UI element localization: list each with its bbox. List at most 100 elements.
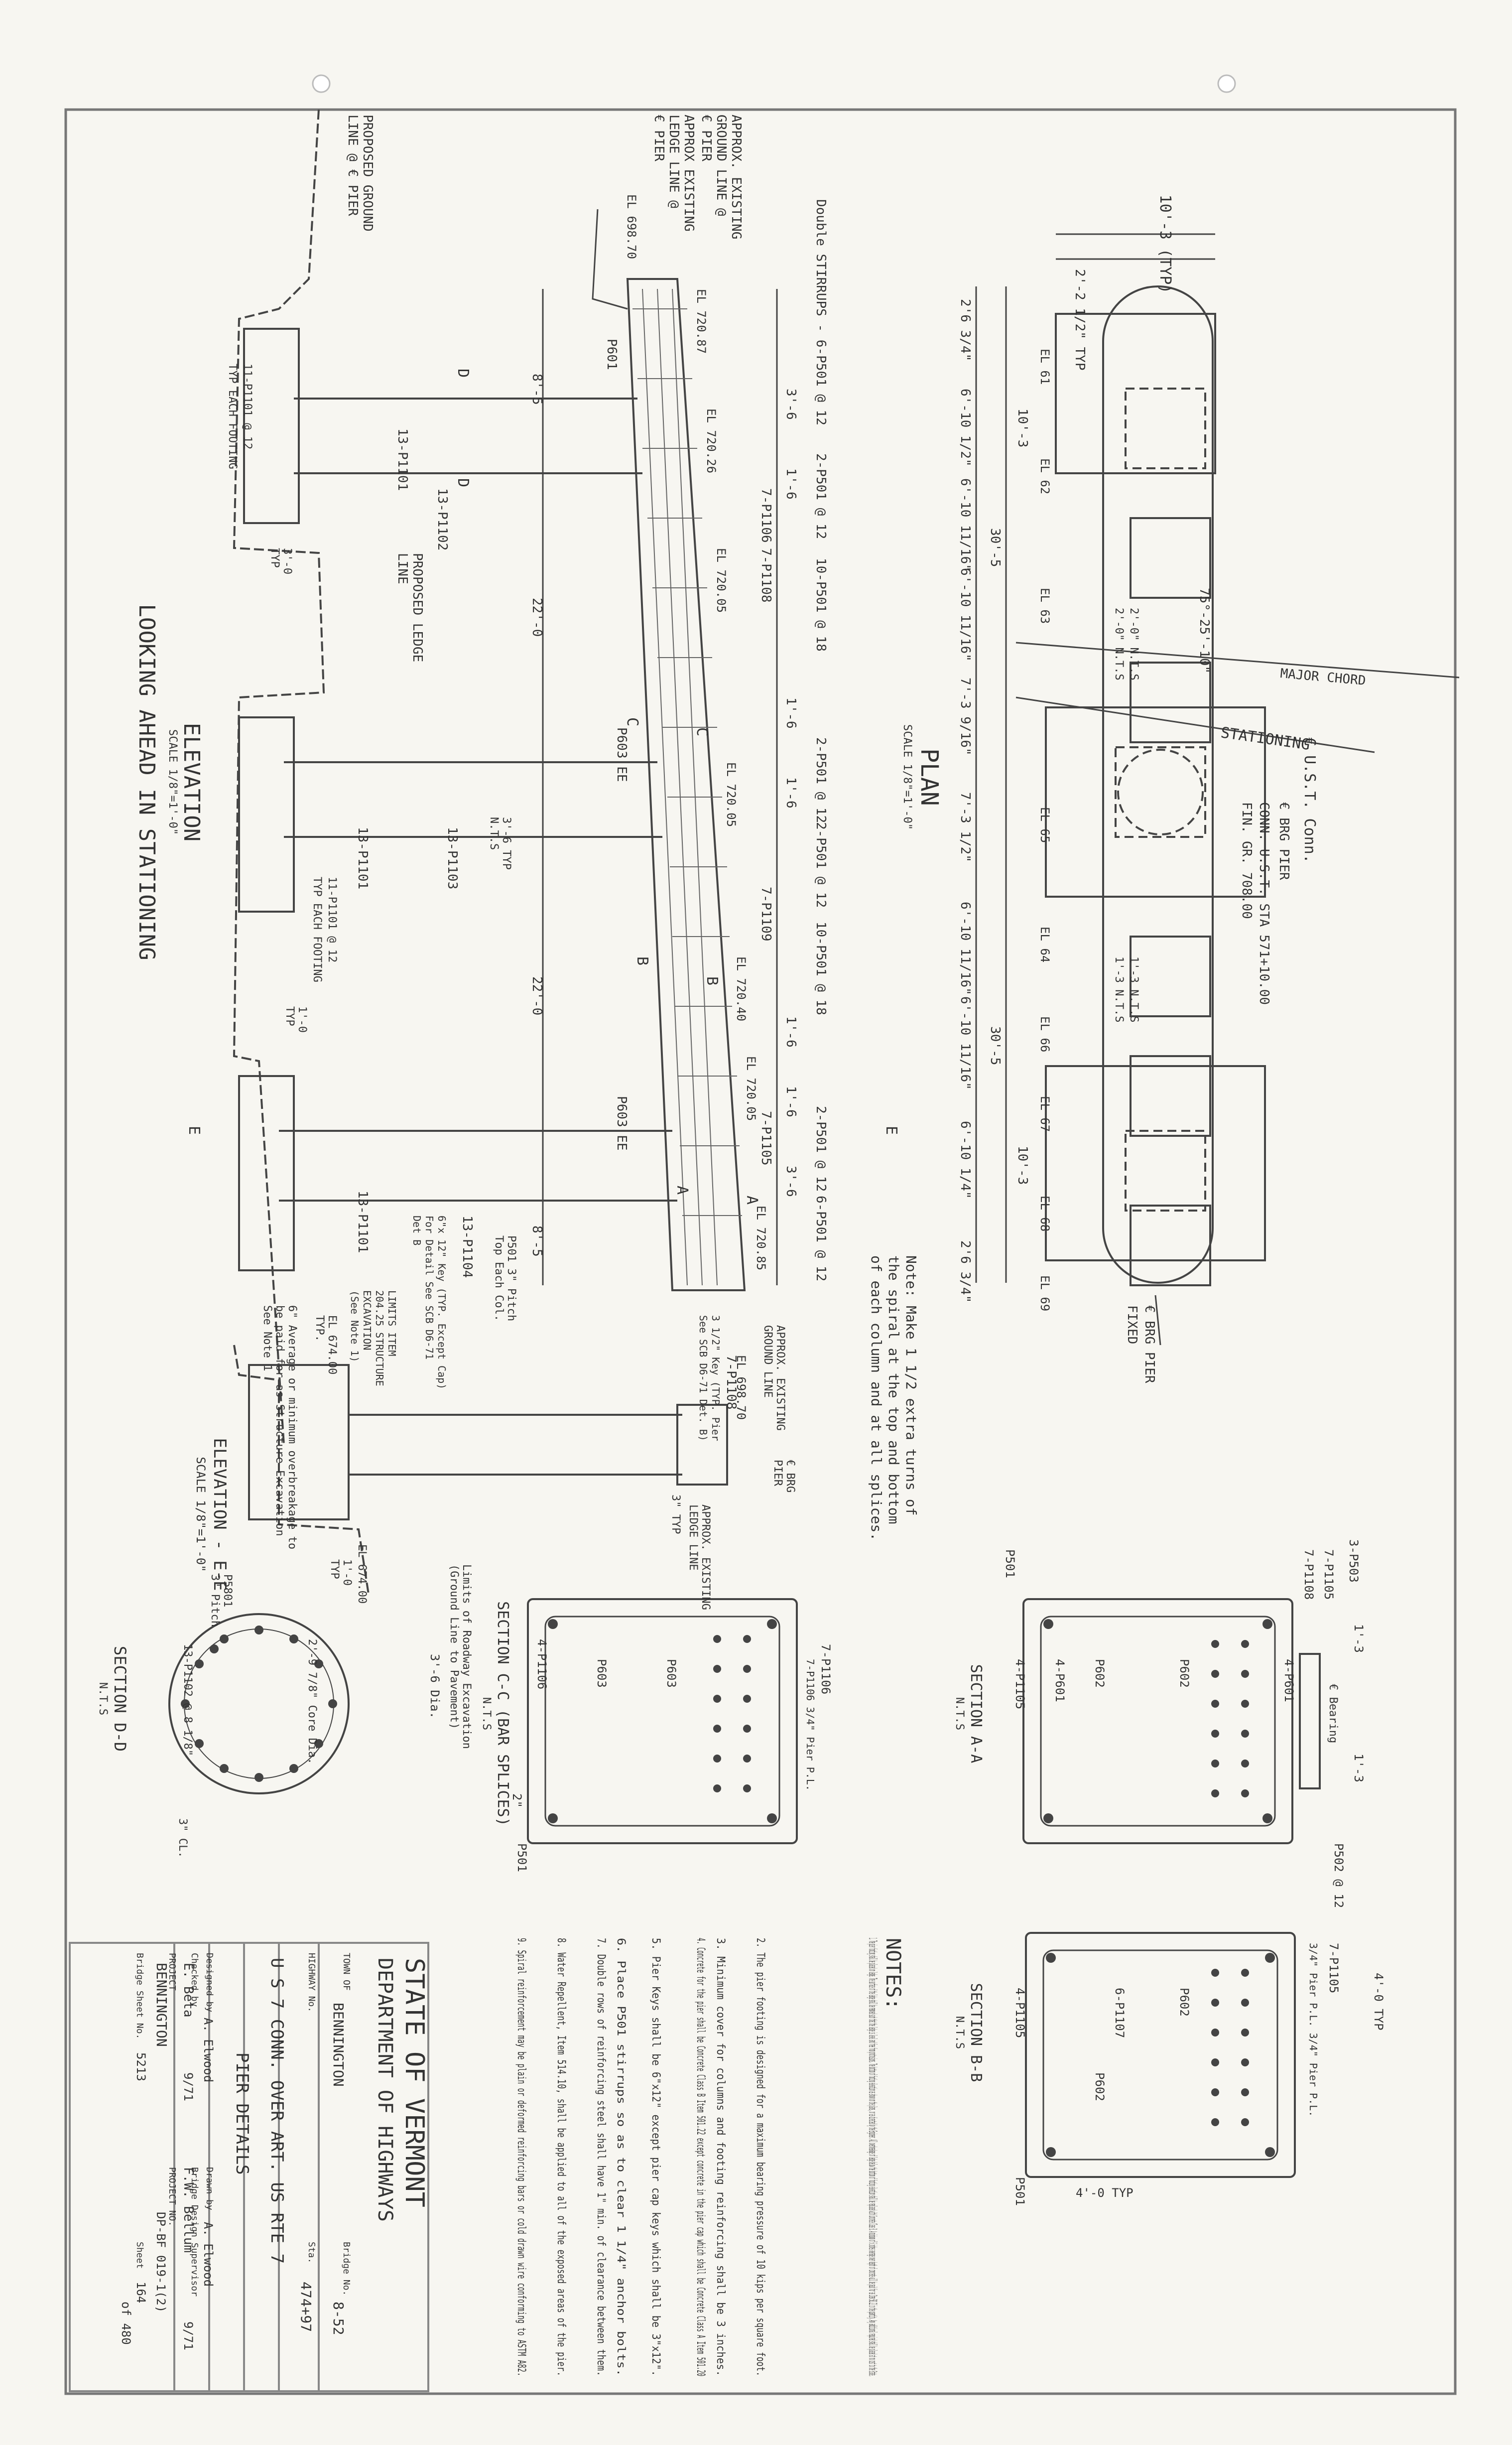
- elev-nts: 3'-6 TYP: [500, 817, 512, 870]
- section-aa-bars: [1043, 1619, 1272, 1823]
- sheet-of: of 480: [119, 2302, 133, 2345]
- elev-bar: 2-P501 @ 12: [813, 737, 828, 823]
- elev-proposed-ledge: PROPOSED LEDGE: [410, 553, 425, 662]
- plan-overall-dim: 30'-5: [988, 528, 1003, 567]
- plan-scale: SCALE 1/8"=1'-0": [901, 724, 913, 830]
- ee-ground-line: [233, 1345, 370, 1595]
- section-aa-label: P501: [1003, 1549, 1017, 1578]
- elev-approx-ledge: LEDGE LINE @: [666, 115, 681, 208]
- elev-el: EL 720.05: [724, 762, 738, 827]
- section-bb-label: 4-P1105: [1013, 1988, 1027, 2038]
- elev-bar: 2-P501 @ 12: [813, 822, 828, 908]
- elev-avg-note: be paid for as Structure Excavation: [273, 1305, 286, 1536]
- bridge-no: 8-52: [330, 2302, 347, 2335]
- section-bb-label: P602: [1177, 1988, 1191, 2017]
- elev-pier-bar: 7-P1108: [724, 1355, 739, 1410]
- plan-view: [975, 233, 1460, 1346]
- elev-typ: TYP: [283, 1006, 296, 1026]
- elev-limits: 204.25 STRUCTURE: [374, 1290, 385, 1386]
- note-item-6: 6. Place P501 stirrups so as to clear 1 …: [615, 1938, 627, 2376]
- section-dd-circle: [168, 1613, 350, 1794]
- elev-col-bar: 13-P1103: [445, 827, 460, 889]
- plan-nts: 1'-3 N.T.S: [1128, 956, 1140, 1022]
- elevation-ee-limits: (Ground Line to Pavement): [448, 1564, 460, 1729]
- plan-mark: EL 69: [1038, 1275, 1052, 1311]
- elev-el: EL 720.87: [694, 289, 708, 354]
- cap-segment: [1130, 936, 1211, 1017]
- plan-overall-dim: 30'-5: [988, 1026, 1003, 1065]
- note-spiral-line: of each column and at all splices.: [868, 1255, 884, 1541]
- section-bb-label: P501: [1013, 2177, 1027, 2206]
- plan-dim: 2'6 3/4": [958, 299, 973, 361]
- note-item-7: 7. Double rows of reinforcing steel shal…: [595, 1938, 607, 2376]
- footing-1: [1055, 313, 1216, 474]
- elev-col-bar: 13-P1102: [435, 488, 450, 550]
- note-item-8: 8. Water Repellent, Item 514.10, shall b…: [555, 1938, 567, 2376]
- footing-elev-1: [243, 328, 300, 524]
- plan-typ-note: 2'-2 1/2" TYP: [1072, 269, 1087, 371]
- section-aa-label: 7-P1105: [1322, 1549, 1336, 1600]
- footing-3: [1045, 1065, 1266, 1261]
- elev-pier-bar: 7-P1105: [758, 1111, 773, 1166]
- note-item-9: 9. Spiral reinforcement may be plain or …: [515, 1938, 527, 2376]
- elev-typ: TYP: [268, 548, 281, 568]
- title-block-frame: [69, 1942, 429, 2392]
- elev-approx-ground: € PIER: [699, 115, 714, 161]
- elev-spacing: 3'-6: [783, 1166, 798, 1197]
- bearing-plate: [1299, 1653, 1321, 1789]
- elev-approx-ground: APPROX. EXISTING: [729, 115, 744, 239]
- elevation-ee-title: ELEVATION - E-E: [210, 1438, 230, 1591]
- note-spiral-line: the spiral at the top and bottom: [885, 1255, 902, 1524]
- section-aa-dim: 1'-3: [1352, 1624, 1366, 1653]
- elev-brg-pier: PIER: [771, 1460, 784, 1487]
- elev-dim: 22'-0: [529, 976, 544, 1015]
- leader: [1154, 1295, 1161, 1346]
- elev-el: EL 720.40: [734, 956, 748, 1021]
- column-1: [1125, 388, 1206, 469]
- plan-dim: 6'-10 1/2": [958, 389, 973, 467]
- section-dd-title: SECTION D-D: [111, 1646, 129, 1752]
- section-cc-outline: [527, 1598, 798, 1844]
- elev-el-left: EL 698.70: [734, 1355, 748, 1420]
- elev-el: EL 720.26: [704, 408, 718, 473]
- elev-p603: P603 EE: [614, 727, 629, 782]
- plan-ust: € U.S.T. Conn.: [1301, 737, 1318, 863]
- elev-p601: P601: [604, 339, 619, 370]
- plan-mark: EL 62: [1038, 458, 1052, 494]
- sheet: 164: [134, 2282, 148, 2303]
- section-aa-view: [1022, 1598, 1321, 1844]
- elev-pier-bar: 7-P1106: [758, 488, 773, 543]
- elev-spiral: P501 3" Pitch: [505, 1235, 517, 1321]
- elev-footing: 11-P1101 @ 12: [241, 364, 253, 449]
- plan-nts: 1'-3 N.T.S: [1113, 956, 1125, 1022]
- punch-hole: [312, 74, 331, 93]
- section-dd-view: [168, 1613, 350, 1794]
- section-marker-d: D: [454, 478, 472, 487]
- section-bb-title: SECTION B-B: [967, 1983, 985, 2082]
- section-marker-e: E: [185, 1126, 203, 1135]
- section-cc-label: 2": [510, 1793, 524, 1808]
- plan-dim: 6'-10 11/16": [958, 568, 973, 662]
- plan-mark: EL 67: [1038, 1096, 1052, 1132]
- section-cc-nts: N.T.S: [480, 1697, 493, 1730]
- cap-ee: [676, 1404, 728, 1486]
- elev-col-bar: 13-P1101: [355, 827, 370, 889]
- elev-key2: See SCB D6-71 Det. B): [697, 1315, 709, 1441]
- elev-proposed-ground: LINE @ € PIER: [345, 115, 360, 216]
- drawn: A. Elwood: [201, 2222, 215, 2287]
- elev-footing: TYP EACH FOOTING: [226, 364, 239, 469]
- sheet-label: Sheet: [134, 2242, 145, 2269]
- section-bb-width: 4'-0 TYP: [1372, 1973, 1386, 2031]
- project-no: DP-BF 019-1(2): [154, 2212, 168, 2312]
- elev-key: For Detail See SCB D6-71: [423, 1216, 435, 1359]
- section-bb-label: P602: [1093, 2072, 1107, 2101]
- section-cc-label: 7-P1106: [819, 1644, 833, 1694]
- checked: E. Beta: [181, 1963, 196, 2018]
- plan-nts: 2'-0" N.T.S: [1128, 608, 1140, 680]
- section-marker-a: A: [743, 1196, 760, 1205]
- pier-cap-outline: [1102, 285, 1214, 1284]
- elev-dim: 8'-5: [529, 1225, 544, 1257]
- section-cc-view: [527, 1598, 798, 1844]
- plan-brg-pier: € BRG PIER: [1276, 802, 1291, 880]
